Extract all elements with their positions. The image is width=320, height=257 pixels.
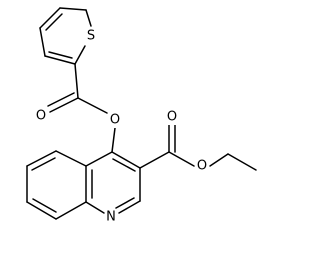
bond-c7-c8-inner	[32, 198, 57, 213]
bond-c5-c6	[26, 150, 57, 167]
bond-carbonyl-oxygen	[49, 97, 79, 113]
bond-c5-carbonyl	[74, 63, 79, 99]
bond-c5-c1	[44, 55, 76, 65]
oxygen-label: O	[110, 113, 120, 128]
bond-c2-n1	[118, 200, 141, 214]
bond-c1-c2	[39, 27, 46, 57]
bond-s-c5	[74, 45, 86, 65]
oxygen-label: O	[197, 159, 207, 174]
oxygen-label: O	[167, 110, 177, 125]
bond-c5-c1-inner	[48, 51, 73, 59]
bond-c4-c3-inner	[112, 158, 136, 172]
sulfur-label: S	[87, 29, 95, 44]
oxygen-label: O	[36, 109, 46, 124]
nitrogen-label: N	[106, 210, 116, 225]
bond-c3-c4	[59, 7, 87, 11]
bond-ch2-ch3	[227, 153, 257, 171]
bond-c4a-c5	[55, 150, 87, 167]
bond-c2-c3	[39, 7, 61, 29]
bond-c3-carbonyl	[139, 151, 170, 169]
bond-c7-c8	[26, 201, 57, 220]
bond-c4-c3	[111, 151, 141, 169]
bond-c4-s	[85, 9, 92, 27]
bond-carbonyl-ester-oxygen-2	[168, 151, 195, 167]
bond-c4-c4a	[85, 151, 113, 167]
quinoline-ring-system	[26, 150, 141, 220]
molecular-structure-diagram: S O O O O N	[26, 7, 257, 225]
bond-n1-c8a	[85, 201, 105, 214]
bond-carbonyl-oxygen-double	[47, 92, 75, 107]
bond-c8-c8a	[55, 201, 87, 220]
atom-labels: S O O O O N	[35, 29, 208, 225]
thiophene-ester-group	[47, 63, 116, 153]
bond-c5-c6-inner	[31, 157, 56, 171]
ethyl-ester-group	[139, 124, 257, 171]
bond-c2-n1-inner	[115, 197, 135, 209]
thiophene-ring	[39, 7, 92, 65]
bond-c2-c3-inner	[45, 13, 63, 31]
bond-ester-oxygen-ch2	[209, 153, 229, 167]
bond-carbonyl-ester-oxygen	[77, 97, 108, 114]
bond-ester-oxygen-c4	[111, 127, 116, 153]
